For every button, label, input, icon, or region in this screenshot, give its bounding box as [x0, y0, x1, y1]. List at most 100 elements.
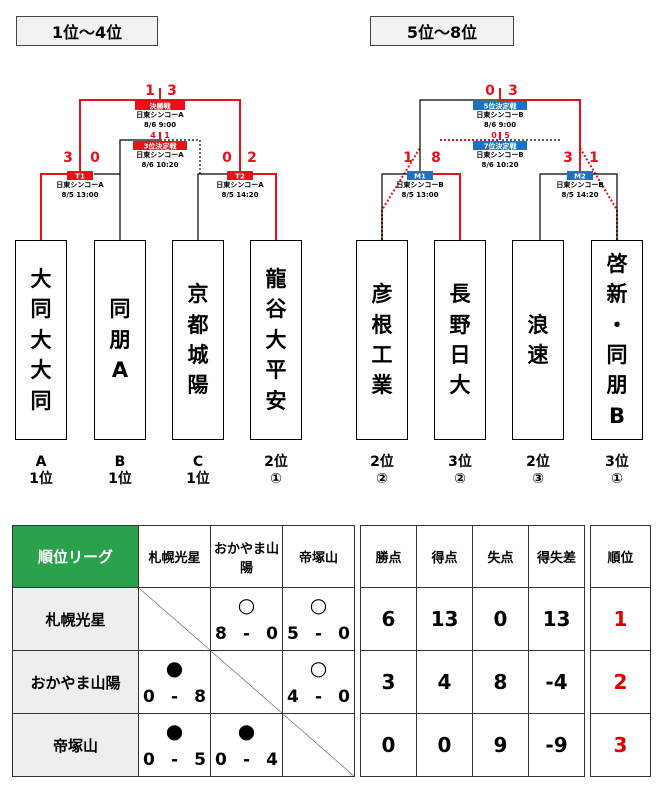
league-points: 6: [360, 587, 417, 651]
team-name-char: 朋: [606, 373, 628, 398]
semi1-score-left: 3: [63, 150, 73, 166]
team-box: 大同大大同: [15, 240, 67, 440]
seed-text: 1位: [29, 471, 53, 487]
team-name-char: 大: [30, 266, 52, 291]
third-badge: [133, 141, 187, 150]
team-name-char: 同: [30, 297, 52, 322]
league-diff: -9: [528, 713, 585, 777]
team-name-char: 野: [449, 312, 471, 337]
team-name-char: B: [608, 403, 625, 428]
rfinal-badge: [473, 101, 527, 110]
seed-text: ②: [454, 471, 466, 487]
league-row-team: 札幌光星: [12, 587, 139, 651]
score-part: 4: [287, 687, 299, 707]
seed-text: 2位: [264, 454, 288, 470]
seed-text: C: [192, 454, 204, 470]
score-part: -: [170, 750, 179, 770]
result-mark: ●: [237, 719, 256, 743]
third-datetime: 8/6 10:20: [141, 161, 178, 169]
team-box: 龍谷大平安: [250, 240, 302, 440]
final-badge: [135, 101, 185, 110]
rsemi2-badge: [567, 171, 593, 180]
result-score: 4-0: [287, 687, 350, 707]
team-name-char: 同: [606, 343, 628, 367]
rsemi1-badge-label: M1: [414, 173, 426, 181]
league-conceded: 8: [472, 650, 529, 714]
league-col-header: 札幌光星: [138, 525, 211, 588]
league-rank-header: 順位: [590, 525, 651, 588]
team-box: 浪速: [512, 240, 564, 440]
score-part: -: [170, 687, 179, 707]
result-mark: ○: [309, 656, 328, 680]
rsemi2-venue: 日東シンコーB: [556, 180, 603, 189]
rsemi2-datetime: 8/5 14:20: [561, 191, 598, 199]
league-result-cell: ○5-0: [282, 587, 355, 651]
semi2-venue: 日東シンコーA: [216, 180, 264, 189]
seed-text: ①: [611, 471, 623, 487]
final-score-right: 3: [167, 83, 177, 99]
team-name-char: 彦: [371, 282, 393, 307]
league-row-team: 帝塚山: [12, 713, 139, 777]
league-row-team: おかやま山陽: [12, 650, 139, 714]
rseventh-badge-label: 7位決定戦: [484, 142, 518, 151]
team-name-char: 大: [265, 327, 287, 352]
team-name-char: 長: [449, 282, 471, 307]
score-part: -: [314, 624, 323, 644]
league-diff: -4: [528, 650, 585, 714]
third-score-left: 4: [150, 131, 156, 140]
team-name-char: 陽: [187, 373, 209, 398]
semi1-badge-label: T1: [75, 173, 85, 181]
rseventh-badge: [473, 141, 527, 150]
league-rank: 1: [590, 587, 651, 651]
seed-text: ③: [532, 471, 544, 487]
league-points: 0: [360, 713, 417, 777]
league-header-row: 順位リーグ札幌光星おかやま山陽帝塚山勝点得点失点得失差順位: [12, 525, 651, 588]
team-name-char: 新: [606, 282, 628, 307]
team-box: 彦根工業: [356, 240, 408, 440]
team-name-char: 日: [449, 343, 471, 367]
team-name-char: 都: [187, 312, 209, 337]
score-part: 4: [266, 750, 278, 770]
line-rsemi1-final: [419, 99, 500, 174]
score-part: 8: [194, 687, 206, 707]
result-score: 8-0: [215, 624, 278, 644]
team-name-char: 朋: [109, 327, 131, 352]
score-part: 0: [266, 624, 278, 644]
team-name-char: 大: [30, 358, 52, 383]
result-score: 0-5: [143, 750, 206, 770]
rsemi1-score-right: 8: [431, 150, 441, 166]
semi1-datetime: 8/5 13:00: [61, 191, 98, 199]
semi1-score-right: 0: [90, 150, 100, 166]
league-table: 順位リーグ札幌光星おかやま山陽帝塚山勝点得点失点得失差順位札幌光星○8-0○5-…: [12, 525, 651, 777]
seed-text: ②: [376, 471, 388, 487]
result-mark: ○: [309, 593, 328, 617]
team-name-char: 龍: [265, 266, 287, 291]
rfinal-venue: 日東シンコーB: [476, 110, 523, 119]
team-name-char: 平: [265, 358, 287, 383]
rsemi1-score-left: 1: [403, 150, 413, 166]
league-result-cell: ○ 4-0: [282, 650, 355, 714]
team-name-char: 根: [371, 312, 393, 337]
team-name-char: 大: [30, 327, 52, 352]
result-mark: ●: [165, 719, 184, 743]
rsemi1-badge: [407, 171, 433, 180]
third-badge-label: 3位決定戦: [144, 142, 178, 151]
score-part: -: [314, 687, 323, 707]
league-rank: 3: [590, 713, 651, 777]
rfinal-datetime: 8/6 9:00: [484, 121, 516, 129]
league-result-cell: ● 0-5: [138, 713, 211, 777]
result-score: 0-4: [215, 750, 278, 770]
team-name-char: 速: [527, 343, 549, 367]
final-badge-label: 決勝戦: [150, 102, 172, 111]
team-name-char: 同: [30, 388, 52, 413]
rsemi1-venue: 日東シンコーB: [396, 180, 443, 189]
league-stat-header: 失点: [472, 525, 529, 588]
seed-text: ①: [270, 471, 282, 487]
team-name-char: 京: [187, 282, 209, 307]
